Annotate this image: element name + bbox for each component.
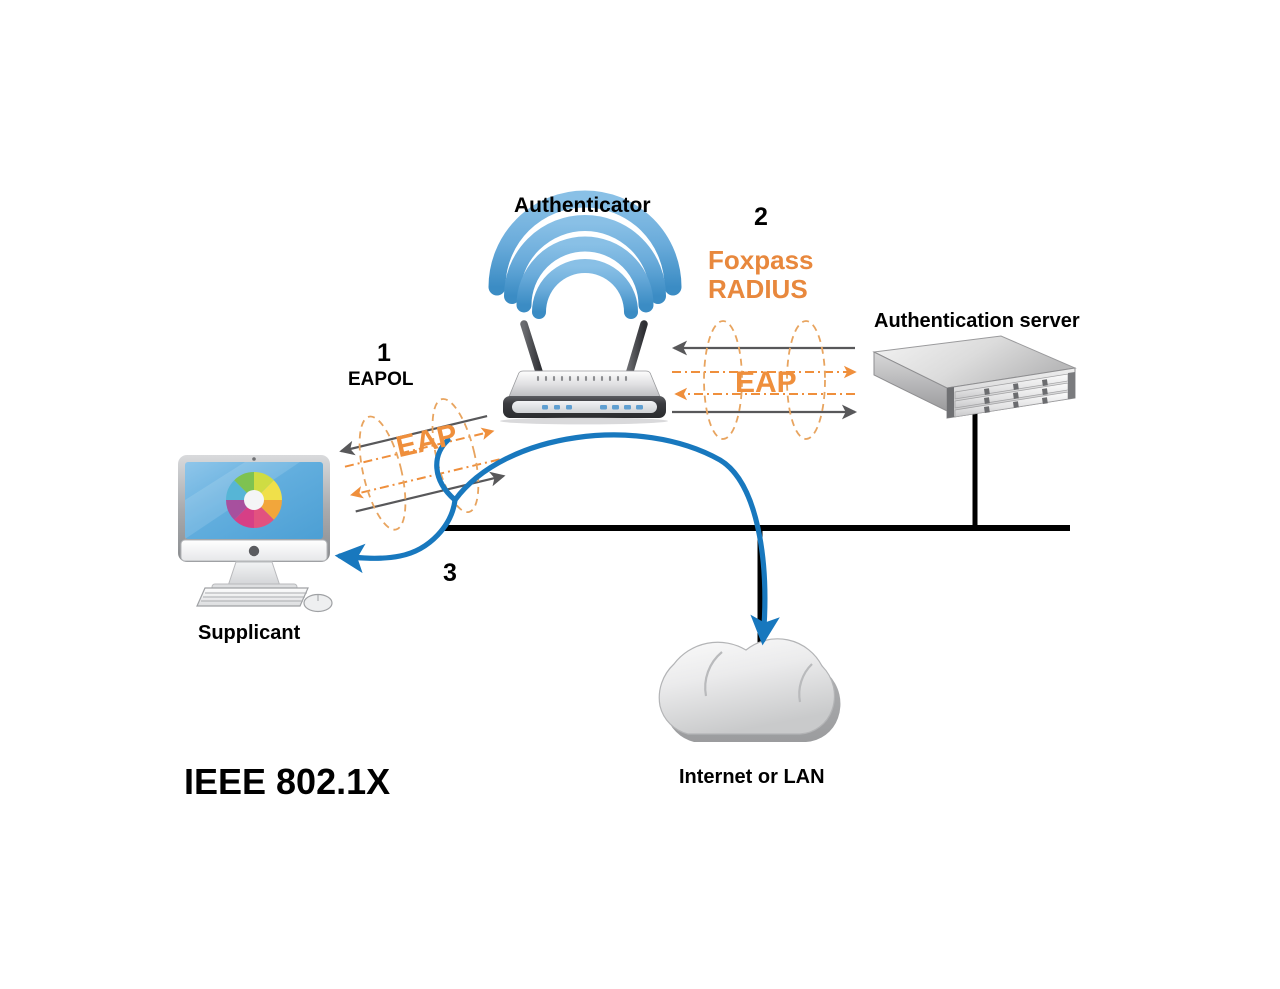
foxpass-radius-label: Foxpass RADIUS xyxy=(708,246,814,303)
authenticator-label: Authenticator xyxy=(514,194,651,217)
radius-tunnel xyxy=(671,320,858,440)
authentication-server-label: Authentication server xyxy=(874,310,1080,332)
pinwheel-logo-icon xyxy=(226,472,282,528)
keyboard-icon xyxy=(196,587,309,607)
cloud-icon xyxy=(658,638,841,742)
cloud-label: Internet or LAN xyxy=(679,766,825,788)
desktop-computer-icon xyxy=(178,455,333,613)
eapol-tunnel xyxy=(339,398,506,531)
foxpass-radius-line-2: RADIUS xyxy=(708,273,808,304)
supplicant-label: Supplicant xyxy=(198,622,301,644)
foxpass-radius-line-1: Foxpass xyxy=(708,245,814,275)
router-leds xyxy=(542,405,643,410)
wifi-signal-arcs xyxy=(488,190,682,319)
step-3-number: 3 xyxy=(443,559,457,587)
page-title: IEEE 802.1X xyxy=(184,761,391,802)
mouse-icon xyxy=(303,593,333,613)
step3-blue-flow xyxy=(334,432,780,646)
step-2-number: 2 xyxy=(754,203,768,231)
rack-server-icon xyxy=(872,335,1077,419)
step-1-number: 1 xyxy=(377,339,391,367)
eapol-label: EAPOL xyxy=(348,369,414,390)
wireless-router-icon xyxy=(488,190,682,425)
router-body xyxy=(500,370,668,425)
router-antennas xyxy=(520,320,648,382)
eap-label-right: EAP xyxy=(735,366,797,399)
server-drive-bays xyxy=(947,372,1075,418)
